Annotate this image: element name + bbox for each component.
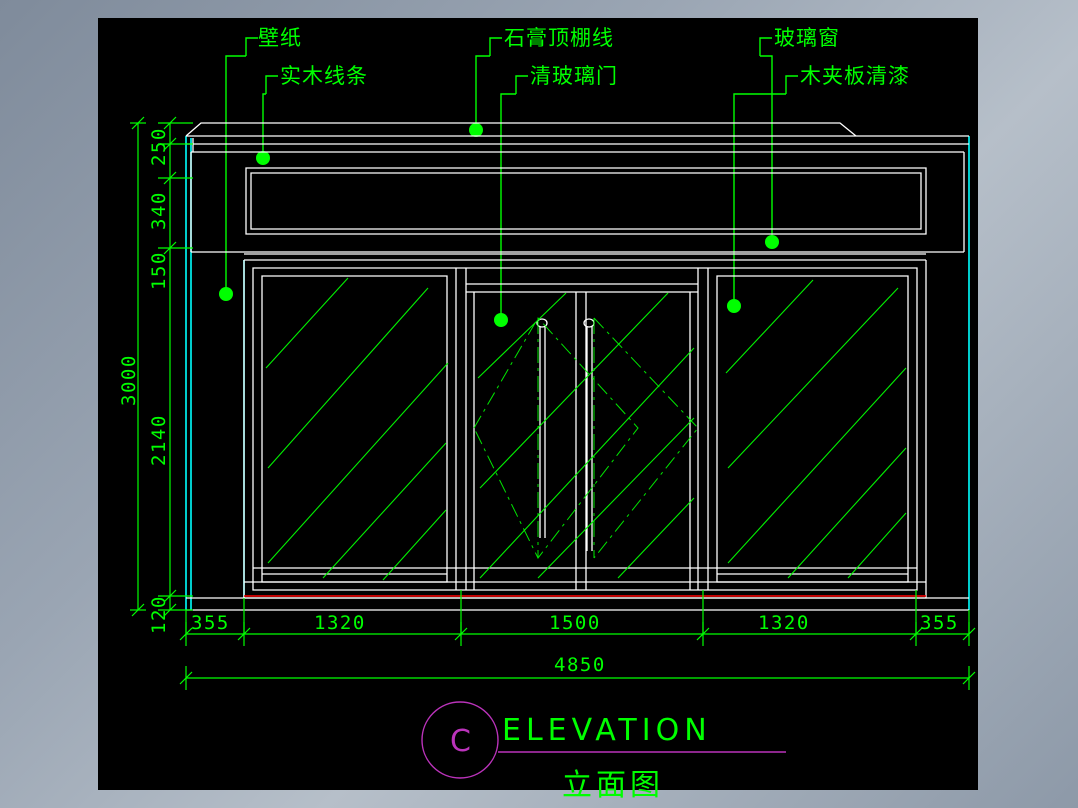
dimension-355-right: 355 — [920, 612, 959, 634]
dimension-1500: 1500 — [549, 612, 601, 634]
cad-vector-layer — [130, 37, 976, 779]
dimension-2140: 2140 — [148, 414, 170, 466]
title-elevation-en: ELEVATION — [502, 713, 712, 748]
dimension-340: 340 — [148, 191, 170, 230]
leader-lines — [225, 37, 798, 320]
dimension-120: 120 — [148, 595, 170, 634]
dimension-1320-left: 1320 — [314, 612, 366, 634]
elevation-geometry — [185, 122, 969, 611]
dimension-1320-right: 1320 — [758, 612, 810, 634]
annotation-wallpaper: 壁纸 — [258, 26, 302, 50]
glass-hatch — [265, 277, 907, 581]
annotation-solid-wood-molding: 实木线条 — [280, 64, 368, 88]
dimension-lines — [130, 116, 976, 690]
annotation-plywood-clear-lacquer: 木夹板清漆 — [800, 64, 910, 88]
dimension-3000: 3000 — [118, 354, 140, 406]
detail-mark-c: C — [450, 724, 471, 759]
wall-outline — [185, 136, 970, 610]
title-mark — [421, 701, 786, 779]
annotation-clear-glass-door: 清玻璃门 — [530, 64, 618, 88]
annotation-glass-window: 玻璃窗 — [774, 26, 840, 50]
dimension-250: 250 — [148, 127, 170, 166]
dimension-355-left: 355 — [191, 612, 230, 634]
title-elevation-cn: 立面图 — [562, 768, 664, 803]
dimension-150: 150 — [148, 251, 170, 290]
annotation-gypsum-ceiling-line: 石膏顶棚线 — [504, 26, 614, 50]
cad-drawing-canvas: 壁纸 实木线条 石膏顶棚线 清玻璃门 玻璃窗 木夹板清漆 250 340 150… — [98, 18, 978, 803]
door-swing-lines — [473, 317, 699, 559]
leader-dots — [219, 123, 779, 327]
dimension-total-4850: 4850 — [554, 654, 606, 676]
